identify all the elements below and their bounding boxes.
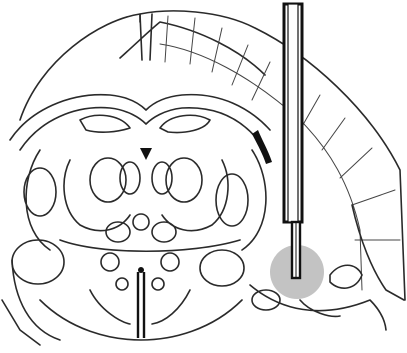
third-ventricle-mark	[140, 148, 152, 160]
corpus-callosum-inner	[20, 108, 258, 150]
thalamic-structures	[26, 150, 266, 250]
ventricle-right	[160, 115, 210, 132]
cortex-lower-edge	[352, 205, 404, 300]
cortex-outline	[20, 11, 405, 300]
ventricle-left	[80, 115, 130, 132]
midline-notch	[140, 14, 152, 60]
ventral-structures	[2, 214, 386, 345]
lateral-nuclei	[12, 168, 248, 286]
lateral-dark-mark	[252, 130, 272, 164]
electrode-probe	[284, 4, 302, 278]
midline-stalk	[138, 267, 144, 338]
